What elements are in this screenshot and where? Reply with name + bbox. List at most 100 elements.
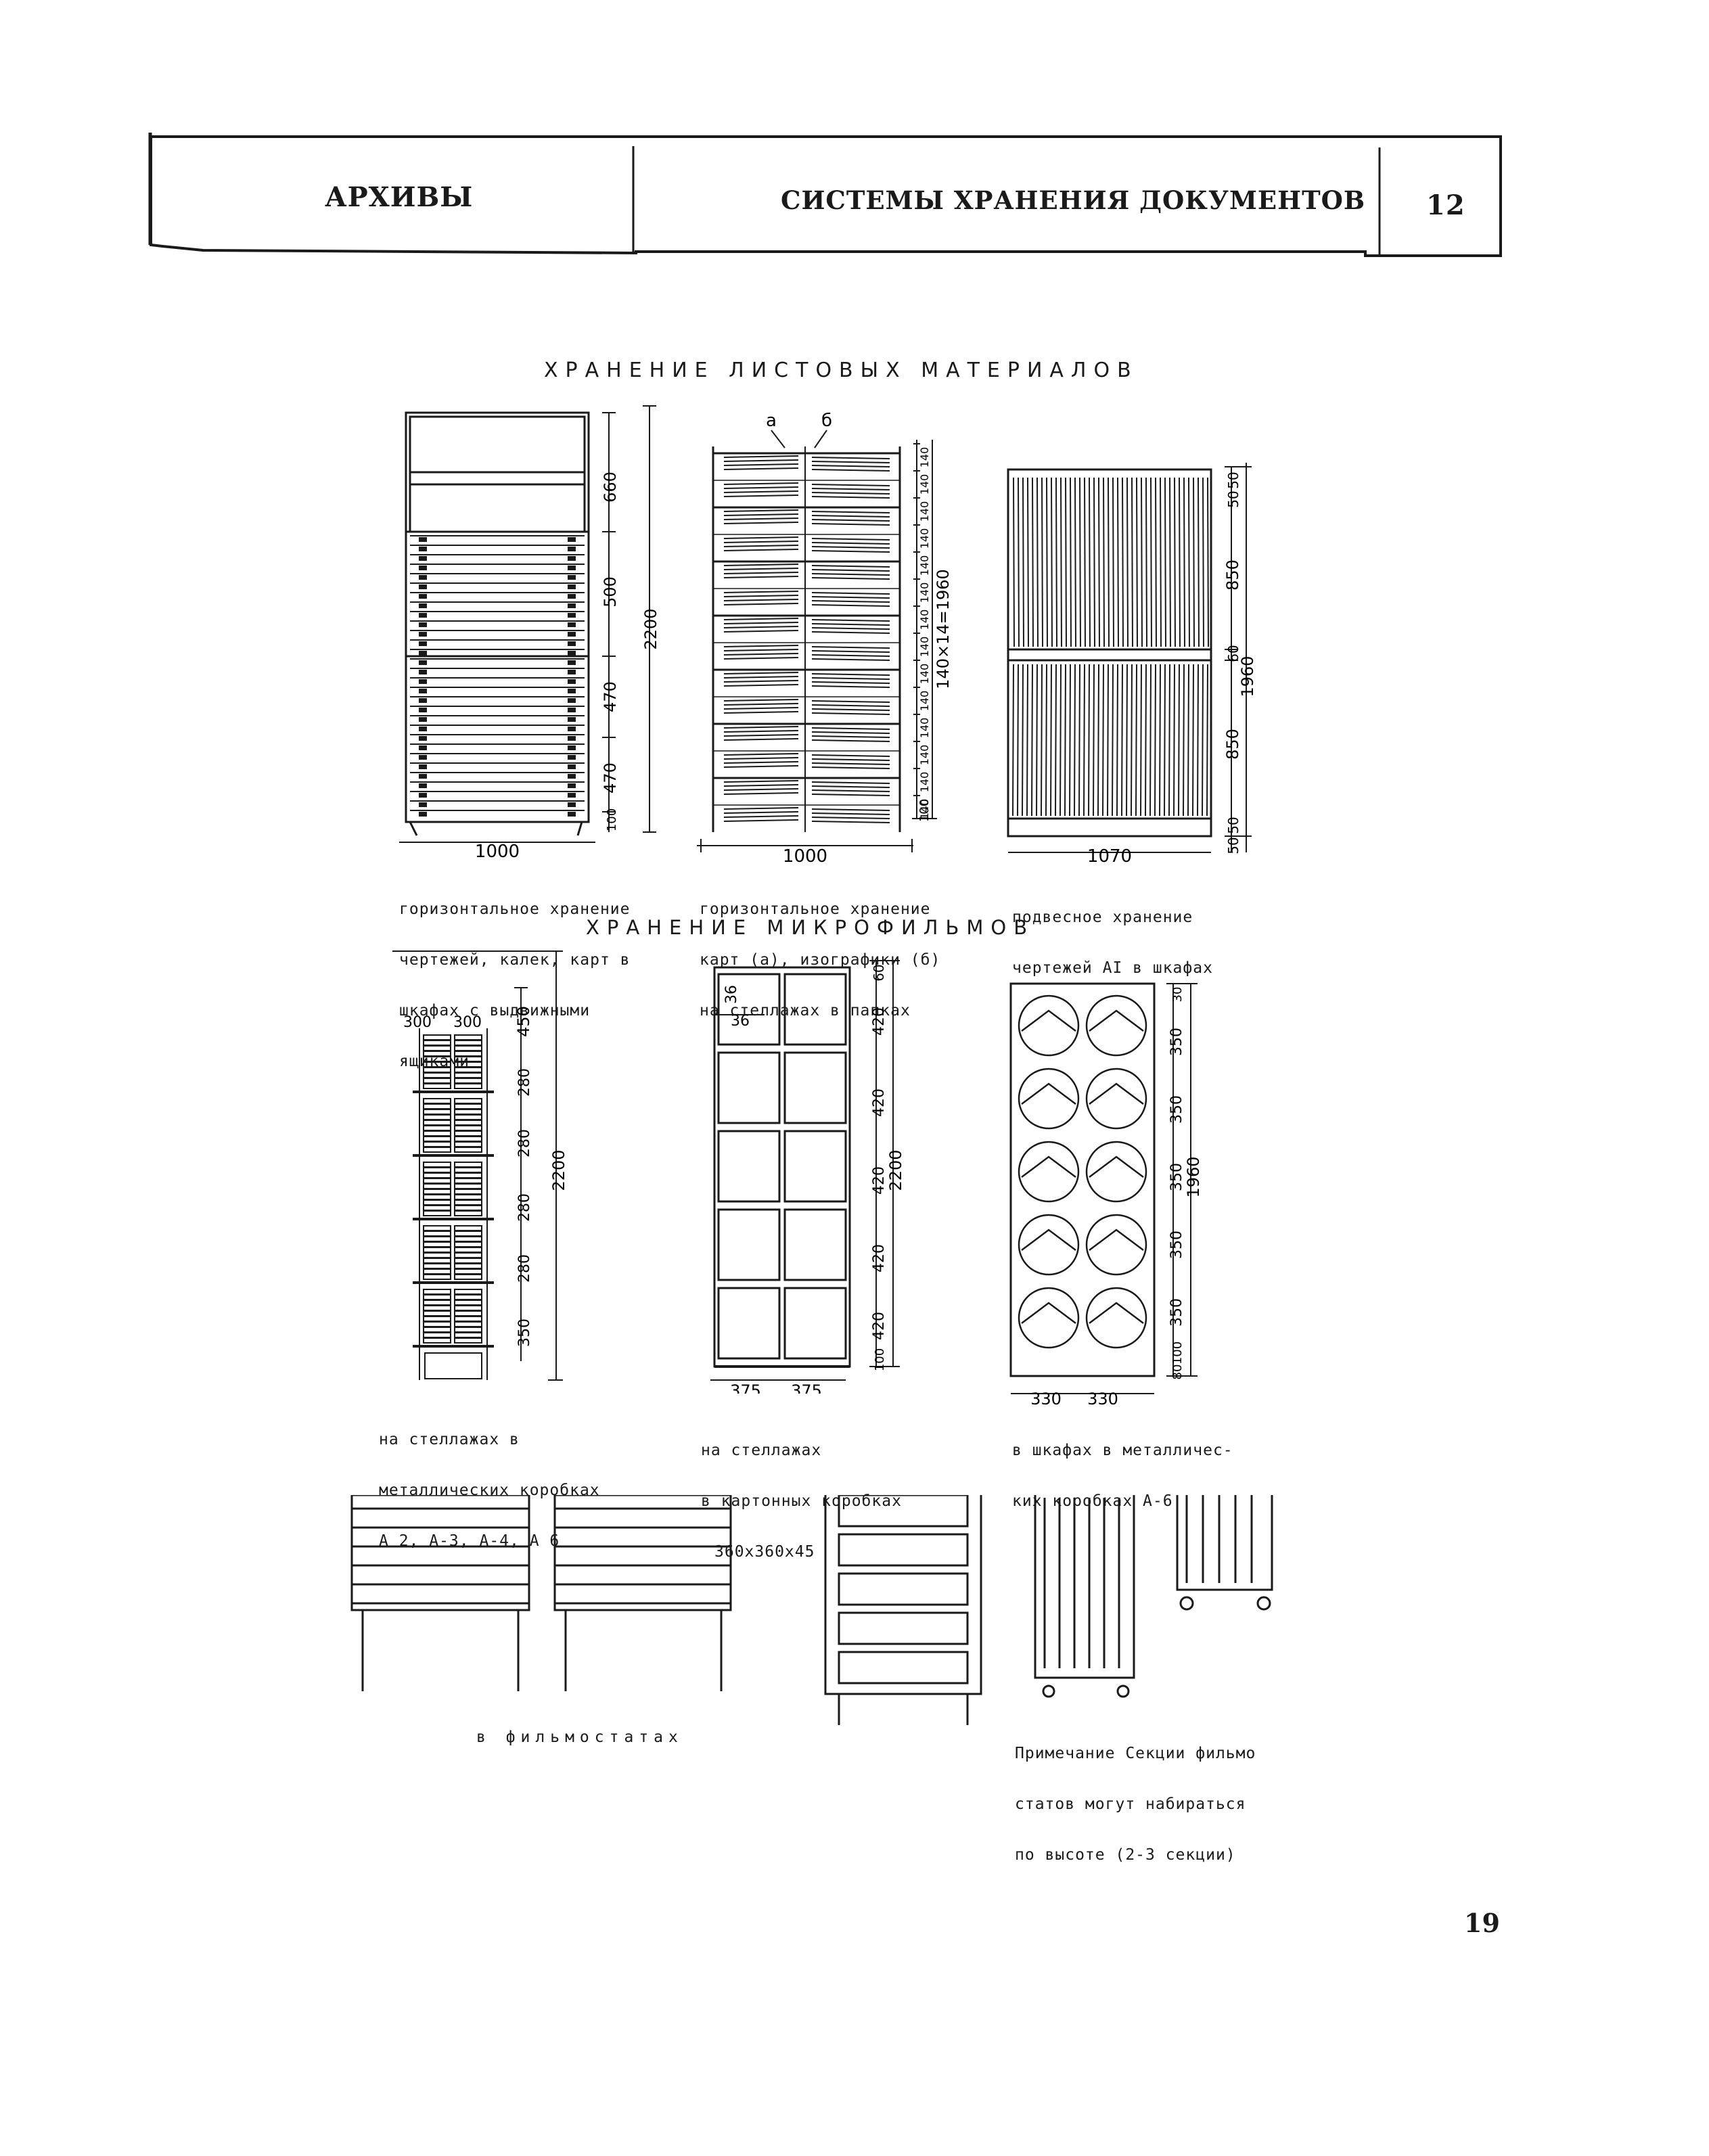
folder-line — [723, 595, 799, 597]
dim-100-r: 100 — [1170, 1341, 1185, 1364]
dim-330-b: 330 — [1087, 1390, 1118, 1407]
folder-line — [811, 496, 890, 499]
hanging-sheet — [1187, 664, 1189, 817]
metal-box — [454, 1189, 482, 1195]
dim-470-b: 470 — [601, 762, 620, 794]
hanging-sheet — [1116, 664, 1118, 817]
metal-box — [423, 1252, 451, 1258]
dim-step-140: 140 — [918, 582, 931, 603]
folder-line — [723, 459, 799, 462]
film-reel — [1018, 994, 1080, 1057]
drawer-handle — [419, 547, 427, 551]
film-reel — [1018, 1141, 1080, 1203]
dim-60: 60 — [1225, 645, 1241, 662]
metal-box — [454, 1045, 482, 1051]
metal-box — [454, 1040, 482, 1046]
folder-line — [811, 673, 890, 676]
metal-box — [454, 1072, 482, 1078]
folder-line — [723, 622, 799, 624]
folder-line — [723, 788, 799, 791]
metal-box — [454, 1194, 482, 1200]
caster — [1042, 1684, 1055, 1698]
metal-box — [423, 1034, 451, 1040]
drawer-handle — [568, 727, 576, 731]
folder-line — [723, 730, 799, 733]
folder-line — [811, 465, 890, 467]
drawer-handle — [568, 547, 576, 551]
folder-line — [811, 646, 890, 649]
metal-box — [423, 1274, 451, 1280]
dim-850-a: 850 — [1223, 559, 1242, 591]
folder-line — [811, 461, 890, 463]
metal-box — [423, 1120, 451, 1126]
metal-box — [423, 1316, 451, 1322]
metal-box — [423, 1045, 451, 1051]
caption-line: подвесное хранение — [1012, 909, 1193, 926]
drawer-handle — [568, 774, 576, 779]
metal-box — [454, 1167, 482, 1173]
reel-marker — [1021, 1229, 1076, 1251]
dim-660: 660 — [601, 472, 620, 503]
reel-marker — [1089, 1155, 1144, 1178]
caption-line: чертежей, калек, карт в — [399, 951, 631, 969]
metal-box — [423, 1194, 451, 1200]
metal-box — [454, 1210, 482, 1216]
box-cell — [783, 1051, 847, 1124]
hanging-sheet — [1089, 477, 1091, 647]
dim-350-a: 350 — [1168, 1028, 1185, 1056]
folder-line — [723, 792, 799, 795]
reel-marker — [1021, 1009, 1076, 1032]
hanging-sheet — [1145, 477, 1147, 647]
folder-line — [811, 623, 890, 626]
folder-line — [723, 707, 799, 710]
box-cell — [783, 1287, 847, 1360]
metal-box — [423, 1109, 451, 1115]
drawing-cardboard-box-shelving: 36 36 60 420 420 420 420 420 100 2200 37… — [710, 960, 905, 1394]
folder-line — [723, 726, 799, 729]
box-cell — [717, 973, 781, 1046]
hanging-sheet — [1026, 664, 1028, 817]
folder-line — [723, 703, 799, 706]
note-filmostats: Примечание Секции фильмо статов могут на… — [1015, 1712, 1256, 1881]
caption-fig3: подвесное хранение чертежей АI в шкафах — [1012, 875, 1213, 994]
box-cell — [717, 1208, 781, 1281]
drawer-handle — [568, 670, 576, 674]
folder-line — [811, 457, 890, 459]
dim-100: 100 — [605, 808, 619, 831]
metal-box — [423, 1289, 451, 1295]
folder-line — [723, 738, 799, 741]
folder-line — [723, 509, 799, 512]
drawer-handle — [419, 613, 427, 618]
folder-line — [723, 765, 799, 768]
dim-2200-mf: 2200 — [549, 1149, 568, 1191]
metal-box — [423, 1061, 451, 1068]
metal-box — [423, 1072, 451, 1078]
folder-line — [723, 676, 799, 679]
hanging-sheet — [1059, 664, 1062, 817]
drawer-handle — [568, 755, 576, 760]
folder-line — [811, 739, 890, 742]
metal-box — [454, 1103, 482, 1109]
film-reel — [1018, 1214, 1080, 1276]
box-cell — [717, 1130, 781, 1203]
reel-marker — [1089, 1229, 1144, 1251]
hanging-sheet — [1173, 664, 1175, 817]
hanging-sheet — [1164, 477, 1166, 647]
folder-line — [811, 596, 890, 599]
hanging-sheet — [1198, 477, 1200, 647]
film-reel — [1085, 994, 1147, 1057]
caption-filmostats: в фильмостатах — [476, 1728, 683, 1746]
folder-line — [811, 821, 890, 823]
folder-line — [811, 619, 890, 622]
metal-box — [454, 1247, 482, 1253]
dim-280-a: 280 — [516, 1068, 533, 1097]
hanging-sheet — [1122, 477, 1124, 647]
hanging-sheet — [1164, 664, 1166, 817]
dim-step-140: 140 — [918, 555, 931, 576]
metal-box — [423, 1125, 451, 1131]
dim-375-b: 375 — [791, 1381, 822, 1394]
hanging-sheet — [1070, 477, 1072, 647]
metal-box — [454, 1098, 482, 1104]
folder-line — [723, 699, 799, 702]
folder-line — [723, 467, 799, 470]
